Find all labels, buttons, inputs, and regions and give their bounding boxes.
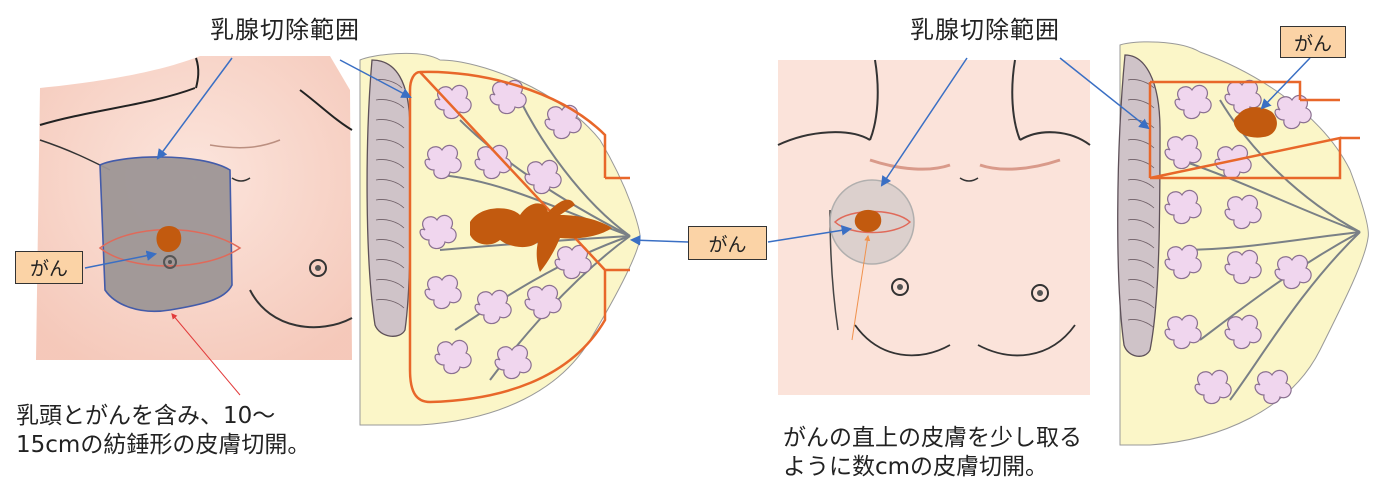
cancer-label-top-right: がん	[1280, 26, 1346, 58]
left-breast-section	[359, 52, 641, 426]
right-caption-line-2: ように数cmの皮膚切開。	[783, 454, 1049, 480]
cancer-label-center: がん	[688, 226, 767, 260]
right-torso	[777, 59, 1091, 395]
tumor-section-right	[1233, 107, 1277, 138]
right-breast-section	[1117, 41, 1369, 446]
left-title: 乳腺切除範囲	[210, 16, 360, 44]
annotation-arrows	[84, 57, 1311, 396]
tumor-left	[156, 226, 182, 252]
left-torso	[32, 42, 357, 367]
left-caption-line-2: 15cmの紡錘形の皮膚切開。	[16, 432, 311, 458]
right-title: 乳腺切除範囲	[910, 16, 1060, 44]
left-caption: 乳頭とがんを含み、10～ 15cmの紡錘形の皮膚切開。	[10, 400, 317, 462]
right-caption: がんの直上の皮膚を少し取る ように数cmの皮膚切開。	[777, 422, 1088, 484]
right-caption-line-1: がんの直上の皮膚を少し取る	[783, 425, 1082, 451]
left-caption-line-1: 乳頭とがんを含み、10～	[16, 403, 276, 429]
tumor-section-left	[470, 199, 612, 272]
cancer-label-left: がん	[15, 251, 83, 284]
tumor-right	[854, 209, 882, 232]
